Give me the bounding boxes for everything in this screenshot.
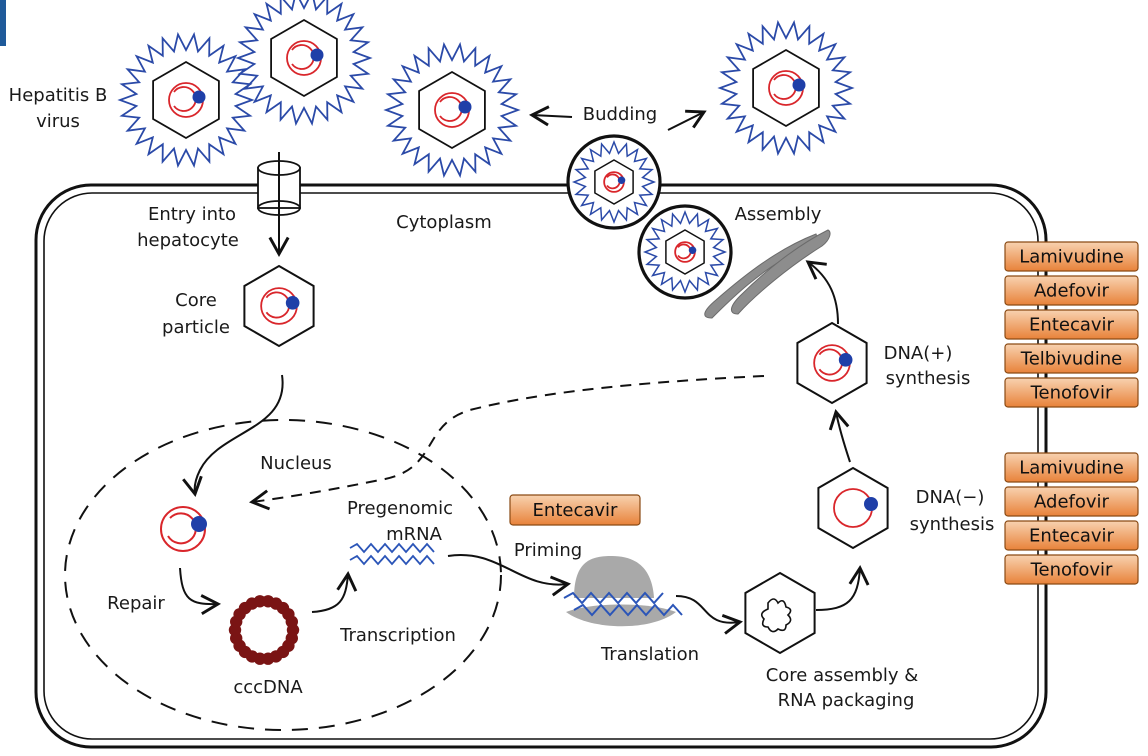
repair-arrow (179, 567, 222, 616)
svg-text:Lamivudine: Lamivudine (1019, 247, 1124, 268)
hbv-label-2: virus (36, 111, 80, 132)
plus-to-assembly-arrow (805, 260, 839, 325)
translation-arrow (675, 595, 743, 635)
transcription-label: Transcription (339, 625, 456, 646)
transcription-arrow (311, 570, 358, 613)
core-particle-dna-plus (796, 321, 868, 405)
virion-4 (717, 19, 855, 157)
svg-text:Tenofovir: Tenofovir (1030, 383, 1113, 404)
cccdna-ring (228, 595, 300, 665)
priming-label: Priming (514, 540, 582, 561)
drug-dna-minus-lamivudine: Lamivudine (1004, 452, 1139, 483)
core-particles (243, 264, 889, 655)
core-particle-label-2: particle (162, 317, 230, 338)
core-particle-dna-minus (817, 466, 889, 550)
budding-virion-1 (566, 134, 662, 230)
drug-dna-minus-adefovir: Adefovir (1004, 486, 1139, 517)
minus-to-plus-arrow (828, 409, 851, 463)
translation-label: Translation (600, 644, 699, 665)
virion-2 (235, 0, 373, 127)
assembly-label: Assembly (735, 204, 822, 225)
core-assembly-label-2: RNA packaging (778, 690, 915, 711)
budding-virion-2 (637, 204, 733, 300)
drug-dna-plus-tenofovir: Tenofovir (1004, 377, 1139, 408)
labels: Hepatitis B virus Budding Entry into hep… (9, 85, 995, 711)
repair-label: Repair (107, 593, 165, 614)
pregenomic-label-1: Pregenomic (347, 498, 453, 519)
dna-minus-label-2: synthesis (910, 514, 995, 535)
budding-virions (566, 134, 733, 300)
svg-text:Tenofovir: Tenofovir (1030, 560, 1113, 581)
budding-left-arrow (528, 105, 573, 127)
nucleus-label: Nucleus (260, 453, 332, 474)
arrows (179, 105, 870, 635)
assembly-er-strands (704, 229, 831, 319)
core-particle-label-1: Core (175, 290, 217, 311)
entry-label-1: Entry into (148, 204, 236, 225)
svg-text:Entecavir: Entecavir (533, 500, 618, 521)
svg-text:Telbivudine: Telbivudine (1020, 349, 1122, 370)
budding-label: Budding (583, 104, 657, 125)
drug-dna-minus-tenofovir: Tenofovir (1004, 554, 1139, 585)
cell-membrane (34, 183, 1048, 749)
core-to-minus-arrow (815, 564, 870, 611)
recycle-dashed-arrow (249, 375, 765, 511)
core-particle-entry (243, 264, 315, 348)
dna-plus-label-2: synthesis (886, 368, 971, 389)
relaxed-circular-dna (160, 506, 207, 552)
entry-label-2: hepatocyte (137, 230, 239, 251)
core-particle-rna (744, 571, 816, 655)
nucleus-envelope (64, 419, 502, 731)
core-to-nucleus-arrow (182, 374, 284, 497)
drug-dna-plus-lamivudine: Lamivudine (1004, 241, 1139, 272)
corner-accent (0, 0, 6, 46)
drug-boxes: EntecavirLamivudineAdefovirEntecavirTelb… (509, 241, 1139, 585)
svg-text:Adefovir: Adefovir (1034, 281, 1110, 302)
pregenomic-label-2: mRNA (386, 524, 443, 545)
dna-plus-label-1: DNA(+) (884, 343, 953, 364)
svg-text:Adefovir: Adefovir (1034, 492, 1110, 513)
drug-dna-plus-adefovir: Adefovir (1004, 275, 1139, 306)
svg-text:Lamivudine: Lamivudine (1019, 458, 1124, 479)
virions (117, 0, 855, 179)
drug-dna-plus-telbivudine: Telbivudine (1004, 343, 1139, 374)
hbv-label-1: Hepatitis B (9, 85, 108, 106)
core-assembly-label-1: Core assembly & (766, 665, 919, 686)
pregenomic-mrna-wave (349, 542, 435, 566)
svg-text:Entecavir: Entecavir (1029, 526, 1114, 547)
virion-1 (117, 31, 255, 169)
budding-right-arrow (667, 109, 707, 131)
dna-minus-label-1: DNA(−) (916, 487, 985, 508)
svg-text:Entecavir: Entecavir (1029, 315, 1114, 336)
mrna-to-priming-arrow (447, 553, 571, 597)
cccdna-label: cccDNA (233, 677, 303, 698)
drug-dna-minus-entecavir: Entecavir (1004, 520, 1139, 551)
ribosome (563, 556, 683, 627)
cytoplasm-label: Cytoplasm (396, 212, 492, 233)
drug-dna-plus-entecavir: Entecavir (1004, 309, 1139, 340)
drug-priming-entecavir: Entecavir (509, 494, 641, 526)
virion-3 (383, 41, 521, 179)
